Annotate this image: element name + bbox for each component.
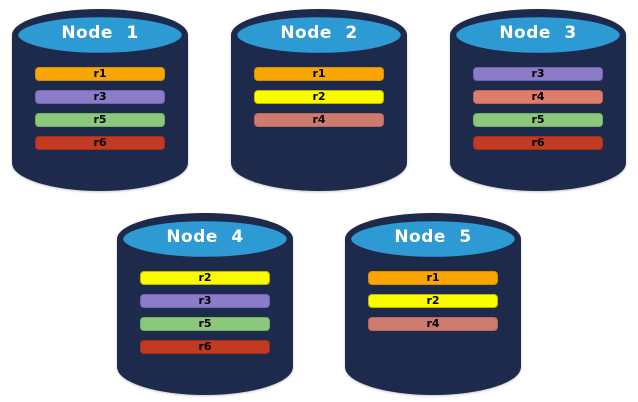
replica-bar: r3 (473, 67, 603, 81)
replica-bar: r6 (140, 340, 270, 354)
cylinder-top-ellipse (15, 14, 185, 56)
replica-list: r1 r2 r4 (368, 271, 498, 340)
replica-bar: r2 (254, 90, 384, 104)
database-node: Node 1 r1 r3 r5 r6 (10, 7, 190, 193)
replica-bar: r1 (254, 67, 384, 81)
replica-bar: r4 (368, 317, 498, 331)
node-title: Node 5 (394, 227, 472, 247)
database-node: Node 4 r2 r3 r5 r6 (115, 211, 295, 397)
replica-bar: r1 (368, 271, 498, 285)
cylinder-top-ellipse (234, 14, 404, 56)
replica-bar: r2 (368, 294, 498, 308)
replica-bar: r5 (140, 317, 270, 331)
replica-bar: r3 (35, 90, 165, 104)
cylinder-top-ellipse (120, 218, 290, 260)
cylinder-top-ellipse (453, 14, 623, 56)
node-title: Node 1 (61, 23, 139, 43)
replica-bar: r3 (140, 294, 270, 308)
replica-list: r1 r2 r4 (254, 67, 384, 136)
node-title: Node 4 (166, 227, 244, 247)
node-title: Node 2 (280, 23, 358, 43)
database-node: Node 5 r1 r2 r4 (343, 211, 523, 397)
replica-bar: r6 (473, 136, 603, 150)
replica-list: r2 r3 r5 r6 (140, 271, 270, 363)
node-title: Node 3 (499, 23, 577, 43)
replica-bar: r4 (254, 113, 384, 127)
replica-list: r1 r3 r5 r6 (35, 67, 165, 159)
replica-bar: r2 (140, 271, 270, 285)
database-node: Node 3 r3 r4 r5 r6 (448, 7, 628, 193)
replica-bar: r5 (473, 113, 603, 127)
replica-bar: r5 (35, 113, 165, 127)
replica-bar: r1 (35, 67, 165, 81)
replica-bar: r6 (35, 136, 165, 150)
database-node: Node 2 r1 r2 r4 (229, 7, 409, 193)
node-row-top: Node 1 r1 r3 r5 r6 Node 2 r1 r2 r4 Node … (0, 0, 638, 193)
replica-bar: r4 (473, 90, 603, 104)
node-row-bottom: Node 4 r2 r3 r5 r6 Node 5 r1 r2 r4 (0, 193, 638, 397)
replica-list: r3 r4 r5 r6 (473, 67, 603, 159)
cylinder-top-ellipse (348, 218, 518, 260)
